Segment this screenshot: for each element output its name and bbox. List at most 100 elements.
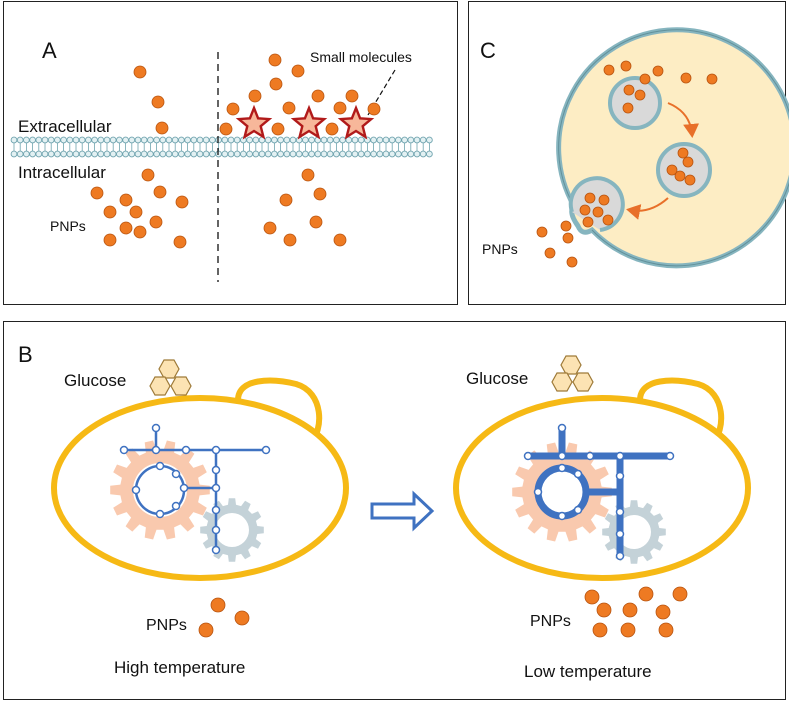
lipid-head	[370, 150, 377, 158]
lipid-head	[271, 150, 278, 158]
lipid-head	[60, 150, 67, 158]
pnp-particle	[333, 233, 347, 247]
pnp-particle	[596, 602, 612, 618]
yeast-cell-high-temp	[51, 377, 349, 581]
lipid-head	[16, 150, 24, 158]
lipid-head	[128, 136, 136, 144]
lipid-head	[159, 150, 167, 158]
lipid-head	[277, 150, 284, 158]
lipid-head	[35, 136, 43, 144]
pnp-particle	[682, 156, 694, 168]
lipid-head	[246, 150, 253, 158]
pnp-particle	[582, 216, 594, 228]
lipid-head	[66, 136, 74, 144]
lipid-head	[395, 136, 402, 144]
lipid-head	[271, 136, 278, 144]
lipid-head	[134, 136, 142, 144]
lipid-head	[289, 136, 297, 144]
lipid-head	[196, 136, 204, 144]
pnp-particle	[620, 622, 636, 638]
lipid-head	[308, 136, 315, 144]
condition-label-right: Low temperature	[524, 662, 652, 681]
pnp-particle	[622, 102, 634, 114]
pnp-particle	[210, 597, 226, 613]
lipid-head	[153, 136, 160, 144]
pnp-particle	[283, 233, 297, 247]
pnp-particle	[141, 168, 155, 182]
glucose-hexagon-icon	[560, 355, 582, 375]
pnp-particle	[623, 84, 635, 96]
glucose-hexagons-left	[149, 359, 192, 396]
lipid-head	[97, 150, 105, 158]
pnps-label-b-left: PNPs	[146, 617, 187, 634]
lipid-head	[171, 136, 179, 144]
lipid-head	[209, 136, 216, 144]
lipid-head	[264, 136, 272, 144]
lipid-head	[60, 136, 67, 144]
intracellular-label: Intracellular	[18, 163, 106, 182]
pnp-particle	[674, 170, 686, 182]
pnp-particles-c	[536, 60, 718, 268]
lipid-head	[72, 136, 80, 144]
glucose-hexagons-right	[551, 355, 594, 392]
lipid-head	[277, 136, 284, 144]
panel-c: C	[480, 27, 789, 269]
panel-a-letter: A	[42, 38, 57, 63]
lipid-head	[103, 150, 111, 158]
lipid-head	[308, 150, 315, 158]
pnp-particle	[248, 89, 262, 103]
lipid-head	[109, 136, 117, 144]
lipid-head	[122, 150, 129, 158]
lipid-head	[289, 150, 297, 158]
lipid-head	[413, 136, 421, 144]
glucose-hexagon-icon	[551, 372, 573, 392]
lipid-head	[264, 150, 272, 158]
lipid-head	[91, 150, 98, 158]
network-nodes-thin	[119, 423, 271, 555]
lipid-head	[85, 136, 92, 144]
lipid-head	[147, 136, 154, 144]
pnp-particle	[638, 586, 654, 602]
lipid-head	[233, 136, 241, 144]
pnp-particle	[271, 122, 285, 136]
lipid-head	[23, 150, 30, 158]
lipid-head	[314, 150, 322, 158]
glucose-label-right: Glucose	[466, 369, 528, 388]
pnp-particle	[579, 204, 591, 216]
pnp-particle	[119, 193, 133, 207]
pnp-particle	[103, 205, 117, 219]
extracellular-label: Extracellular	[18, 117, 112, 136]
lipid-head	[196, 150, 204, 158]
vesicle	[608, 76, 662, 130]
hollow-transition-arrow	[370, 490, 435, 532]
lipid-head	[395, 150, 402, 158]
pnp-particle	[153, 185, 167, 199]
lipid-head	[41, 136, 49, 144]
pnp-particle	[333, 101, 347, 115]
lipid-head	[202, 150, 210, 158]
pnp-particle	[155, 121, 169, 135]
pnp-particle	[536, 226, 548, 238]
lipid-head	[184, 136, 191, 144]
pnp-particle	[133, 225, 147, 239]
pnp-particle	[658, 622, 674, 638]
pnp-particle	[672, 586, 688, 602]
lipid-head	[326, 136, 334, 144]
pnp-particle	[90, 186, 104, 200]
lipid-head	[333, 136, 340, 144]
lipid-head	[140, 136, 148, 144]
lipid-head	[103, 136, 111, 144]
pnp-particle	[129, 205, 143, 219]
lipid-head	[85, 150, 92, 158]
lipid-head	[376, 136, 384, 144]
pnp-particle	[634, 89, 646, 101]
lipid-head	[202, 136, 210, 144]
panel-b-letter: B	[18, 342, 33, 367]
pnp-particle	[175, 195, 189, 209]
pnp-particle	[291, 64, 305, 78]
pnp-particle	[345, 89, 359, 103]
lipid-head	[407, 150, 415, 158]
pnp-particle	[603, 64, 615, 76]
pnp-particle	[652, 65, 664, 77]
small-molecule-star	[337, 104, 375, 140]
